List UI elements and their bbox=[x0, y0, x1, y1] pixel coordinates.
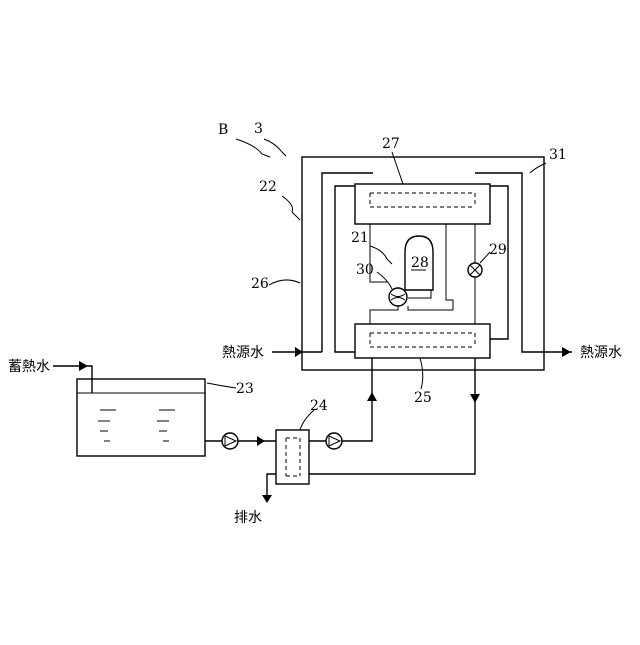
label-24: 24 bbox=[310, 398, 328, 414]
leader-30 bbox=[377, 272, 392, 289]
leader-22 bbox=[282, 196, 300, 220]
lower-hx-return-line bbox=[309, 358, 475, 474]
heat-source-water-in-label: 熱源水 bbox=[222, 345, 264, 361]
label-B: B bbox=[218, 122, 228, 138]
label-23: 23 bbox=[236, 381, 254, 397]
label-29: 29 bbox=[489, 242, 507, 258]
heat-source-outlet-arrowhead bbox=[562, 347, 571, 357]
leader-23 bbox=[207, 383, 236, 388]
refrigerant-line-valve bbox=[408, 290, 431, 298]
leader-B bbox=[236, 139, 270, 157]
waste-heat-exchanger bbox=[276, 430, 309, 484]
stored-hot-water-label: 蓄熱水 bbox=[8, 359, 50, 375]
leader-25 bbox=[420, 358, 423, 389]
label-31: 31 bbox=[549, 147, 567, 163]
upper-heat-exchanger bbox=[355, 184, 490, 224]
label-25: 25 bbox=[414, 390, 432, 406]
tank-water-marks bbox=[98, 410, 175, 441]
lower-heat-exchanger bbox=[355, 324, 490, 358]
label-26: 26 bbox=[251, 276, 269, 292]
label-3: 3 bbox=[254, 121, 263, 137]
label-27: 27 bbox=[382, 136, 400, 152]
drain-label: 排水 bbox=[234, 510, 262, 526]
label-30: 30 bbox=[356, 262, 374, 278]
label-21: 21 bbox=[351, 230, 369, 246]
leader-3 bbox=[264, 139, 286, 156]
drain-arrowhead bbox=[262, 495, 272, 503]
stored-water-inlet-arrowhead bbox=[79, 361, 88, 371]
lower-hx-outlet-arrowhead bbox=[470, 394, 480, 403]
refrigerant-line-left-lower bbox=[370, 306, 398, 324]
heat-source-water-out-label: 熱源水 bbox=[580, 345, 622, 361]
label-28: 28 bbox=[411, 255, 429, 271]
lower-hx-inlet-arrowhead bbox=[367, 392, 377, 401]
label-22: 22 bbox=[259, 179, 277, 195]
storage-tank bbox=[77, 379, 205, 456]
hx-inlet-arrowhead bbox=[257, 436, 265, 446]
leader-26 bbox=[269, 280, 300, 285]
